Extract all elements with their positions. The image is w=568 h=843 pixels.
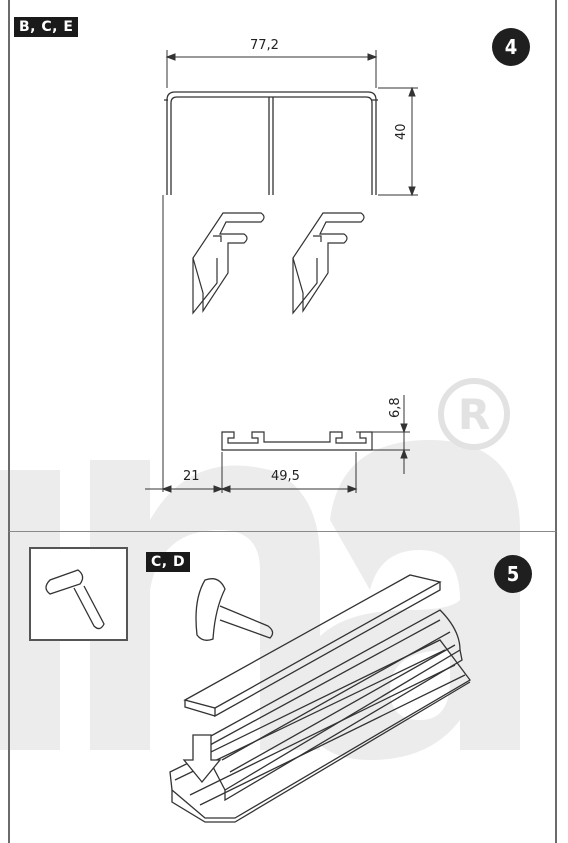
clip-left [192, 212, 265, 315]
dim-rail-width: 49,5 [271, 469, 300, 484]
step-number-5: 5 [494, 555, 532, 593]
dim-rail-height: 6,8 [388, 397, 403, 418]
track-profile [164, 91, 378, 195]
dimension-lines [162, 50, 418, 492]
mallet-icon [195, 578, 274, 641]
rail-dimensions [145, 395, 410, 493]
variant-tag-step4: B, C, E [14, 17, 79, 37]
svg-text:R: R [458, 390, 490, 439]
mallet-box [29, 547, 128, 641]
down-arrow-icon [182, 734, 222, 784]
registered-mark [438, 378, 510, 450]
clip-right [292, 212, 365, 315]
step-number-4: 4 [492, 28, 530, 66]
dim-height-right: 40 [394, 123, 409, 140]
dim-offset-left: 21 [183, 469, 200, 484]
step-5-panel [8, 532, 557, 843]
step-4-panel [8, 0, 557, 532]
dim-width-top: 77,2 [250, 38, 279, 53]
variant-tag-step5: C, D [146, 552, 191, 572]
watermark [0, 440, 520, 760]
rail-assembly [169, 574, 471, 823]
